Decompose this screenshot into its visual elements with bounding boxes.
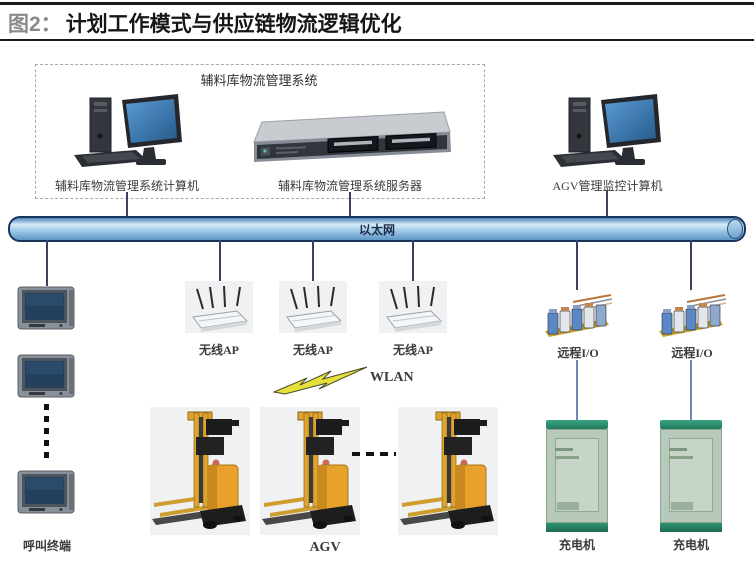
wireless-ap-label: 无线AP: [293, 343, 333, 357]
figure-title-row: 图2：计划工作模式与供应链物流逻辑优化: [8, 8, 748, 36]
connector-bus-ap1: [219, 240, 221, 282]
charger-cabinet-icon: [546, 420, 608, 532]
wireless-ap-icon: [185, 281, 253, 333]
ellipsis-agv: [352, 452, 396, 456]
bus-end-cap: [727, 219, 743, 239]
agv-label: AGV: [309, 540, 341, 555]
connector-bus-io1: [576, 240, 578, 290]
charger-cabinet-icon: [660, 420, 722, 532]
ethernet-bus: 以太网: [8, 216, 746, 242]
figure-number: 图2：: [8, 13, 62, 36]
connector-computer-bus: [126, 192, 128, 216]
remote-io-icon: [543, 290, 613, 342]
logistics-system-boundary-box: [35, 64, 485, 199]
title-underline: [0, 39, 754, 41]
agv-forklift-icon: [398, 407, 498, 535]
agv-computer-icon: [549, 92, 665, 176]
figure-title: 计划工作模式与供应链物流逻辑优化: [65, 13, 402, 36]
wireless-ap-label: 无线AP: [199, 343, 239, 357]
charger-label: 充电机: [672, 538, 709, 552]
computer-label: 辅料库物流管理系统计算机: [54, 179, 199, 193]
connector-bus-ap3: [412, 240, 414, 282]
connector-agv-computer-bus: [606, 190, 608, 216]
remote-io-label: 远程I/O: [557, 346, 599, 360]
connector-io1-charger1: [576, 360, 578, 420]
system-box-label: 辅料库物流管理系统: [200, 73, 318, 88]
ellipsis-terminals: [44, 404, 49, 464]
wlan-label: WLAN: [370, 370, 414, 385]
connector-server-bus: [349, 192, 351, 216]
charger-label: 充电机: [558, 538, 595, 552]
connector-io2-charger2: [690, 360, 692, 420]
call-terminal-label: 呼叫终端: [22, 539, 71, 553]
ethernet-label: 以太网: [358, 223, 395, 237]
agv-forklift-icon: [150, 407, 250, 535]
server-label: 辅料库物流管理系统服务器: [277, 179, 422, 193]
connector-bus-io2: [690, 240, 692, 290]
server-icon: [246, 108, 456, 172]
call-terminal-icon: [17, 286, 77, 331]
desktop-computer-icon: [70, 92, 186, 176]
connector-bus-terminals: [46, 240, 48, 286]
call-terminal-icon: [17, 470, 77, 515]
wireless-ap-icon: [279, 281, 347, 333]
wireless-ap-label: 无线AP: [393, 343, 433, 357]
wireless-ap-icon: [379, 281, 447, 333]
call-terminal-icon: [17, 354, 77, 399]
connector-bus-ap2: [312, 240, 314, 282]
remote-io-icon: [657, 290, 727, 342]
agv-computer-label: AGV管理监控计算机: [552, 179, 663, 193]
top-rule: [0, 2, 754, 5]
remote-io-label: 远程I/O: [671, 346, 713, 360]
lightning-icon: [273, 364, 369, 398]
agv-forklift-icon: [260, 407, 360, 535]
